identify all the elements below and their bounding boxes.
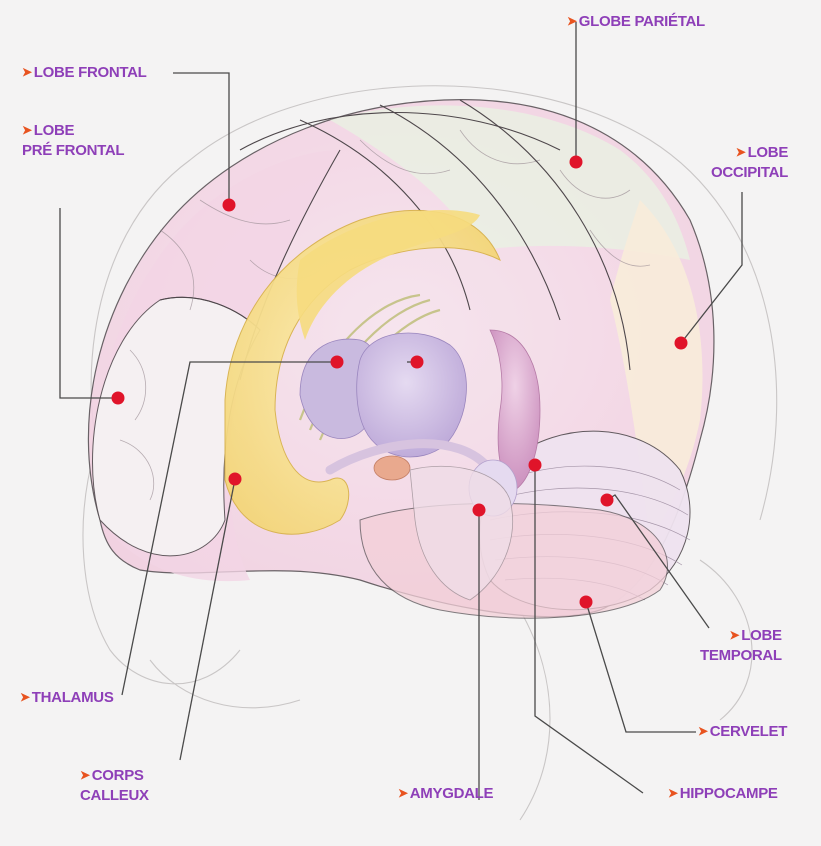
label-lobe-prefrontal: ➤LOBE PRÉ FRONTAL: [22, 121, 124, 160]
dot-thalamus-left: [331, 356, 344, 369]
arrow-icon: ➤: [698, 724, 708, 738]
arrow-icon: ➤: [22, 65, 32, 79]
label-amygdale: ➤AMYGDALE: [398, 784, 493, 804]
label-globe-parietal: ➤GLOBE PARIÉTAL: [567, 12, 705, 32]
dot-hippocampe: [529, 459, 542, 472]
arrow-icon: ➤: [730, 628, 740, 642]
temporal-lobe: [360, 503, 668, 618]
dot-lobe-temporal: [601, 494, 614, 507]
label-lobe-occipital: ➤LOBE OCCIPITAL: [711, 143, 788, 182]
arrow-icon: ➤: [668, 786, 678, 800]
dot-lobe-occipital: [675, 337, 688, 350]
dot-lobe-prefrontal: [112, 392, 125, 405]
arrow-icon: ➤: [20, 690, 30, 704]
arrow-icon: ➤: [736, 145, 746, 159]
arrow-icon: ➤: [80, 768, 90, 782]
dot-corps-calleux: [229, 473, 242, 486]
label-lobe-frontal: ➤LOBE FRONTAL: [22, 63, 147, 83]
dot-globe-parietal: [570, 156, 583, 169]
arrow-icon: ➤: [398, 786, 408, 800]
label-cervelet: ➤CERVELET: [698, 722, 787, 742]
label-corps-calleux: ➤CORPS CALLEUX: [80, 766, 149, 805]
dot-lobe-frontal: [223, 199, 236, 212]
label-hippocampe: ➤HIPPOCAMPE: [668, 784, 778, 804]
arrow-icon: ➤: [22, 123, 32, 137]
label-thalamus: ➤THALAMUS: [20, 688, 114, 708]
arrow-icon: ➤: [567, 14, 577, 28]
dot-thalamus-right: [411, 356, 424, 369]
dot-amygdale: [473, 504, 486, 517]
dot-cervelet: [580, 596, 593, 609]
label-lobe-temporal: ➤LOBE TEMPORAL: [700, 626, 782, 665]
